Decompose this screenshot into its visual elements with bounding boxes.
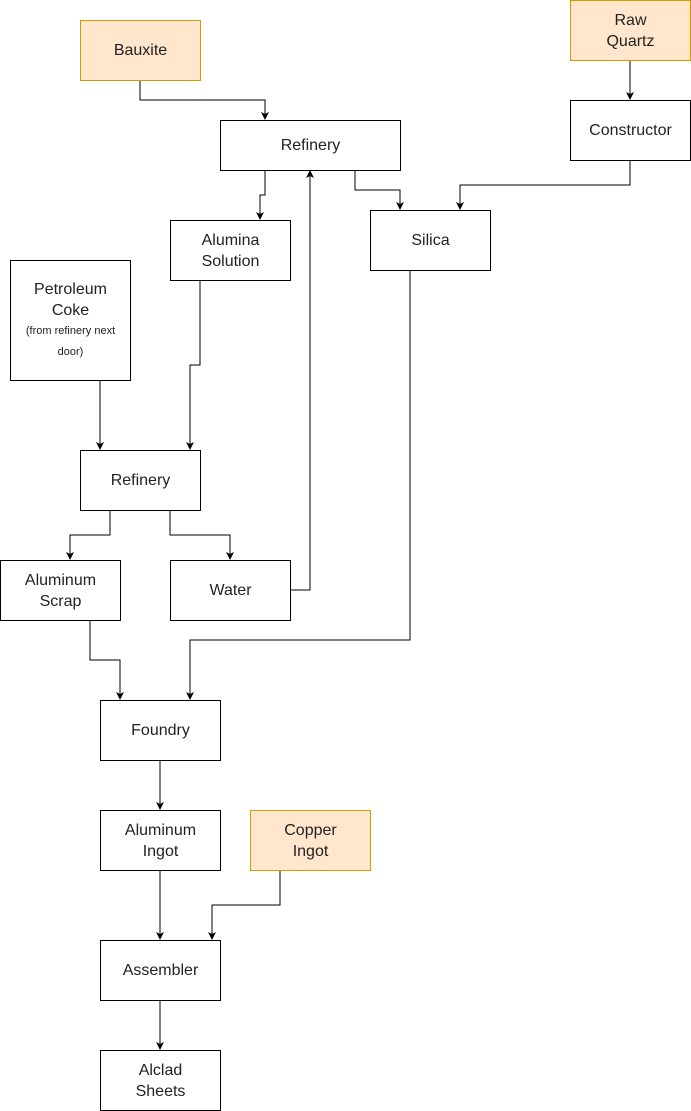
edge-water-to-refinery-1 [290,170,314,591]
edge-copper-ingot-to-assembler [208,870,281,940]
edge-bauxite-to-refinery-1 [139,80,269,120]
node-label: Foundry [131,722,190,739]
node-label: Alumina [201,231,260,249]
node-label: Copper [284,821,337,839]
edge-silica-to-foundry [186,270,411,700]
edge-refinery-2-to-water [169,510,234,560]
node-foundry[interactable]: Foundry [100,700,221,761]
edge-refinery-1-to-alumina-solution [256,170,266,220]
node-assembler[interactable]: Assembler [100,940,221,1001]
node-label: Constructor [589,122,672,139]
node-label: Silica [411,232,450,249]
node-bauxite[interactable]: Bauxite [80,20,201,81]
node-refinery-2[interactable]: Refinery [80,450,201,511]
edge-alumina-solution-to-refinery-2 [186,280,201,450]
node-label: Assembler [122,962,199,979]
node-label: Solution [201,252,260,270]
node-constructor[interactable]: Constructor [570,100,691,161]
node-label: Bauxite [113,42,168,59]
node-silica[interactable]: Silica [370,210,491,271]
edge-refinery-2-to-aluminum-scrap [66,510,111,560]
node-label: Sheets [135,1082,186,1100]
node-label: Aluminum [124,821,197,839]
node-refinery-1[interactable]: Refinery [220,120,401,171]
edge-refinery-1-to-silica [354,170,404,210]
node-label: Alclad [138,1061,183,1079]
node-label: Raw [614,11,647,29]
node-label: Quartz [606,32,655,50]
node-water[interactable]: Water [170,560,291,621]
node-label: Refinery [280,137,341,154]
node-note: door) [57,345,84,358]
node-label: Refinery [110,472,171,489]
node-label: Water [209,582,252,599]
node-label: Coke [51,301,90,319]
node-note: (from refinery next [25,324,116,337]
node-label: Ingot [292,842,329,860]
edge-constructor-to-silica [456,160,631,210]
node-label: Aluminum [24,571,97,589]
edge-aluminum-scrap-to-foundry [89,620,124,700]
node-label: Petroleum [34,280,107,298]
node-label: Ingot [142,842,179,860]
node-label: Scrap [39,592,82,610]
